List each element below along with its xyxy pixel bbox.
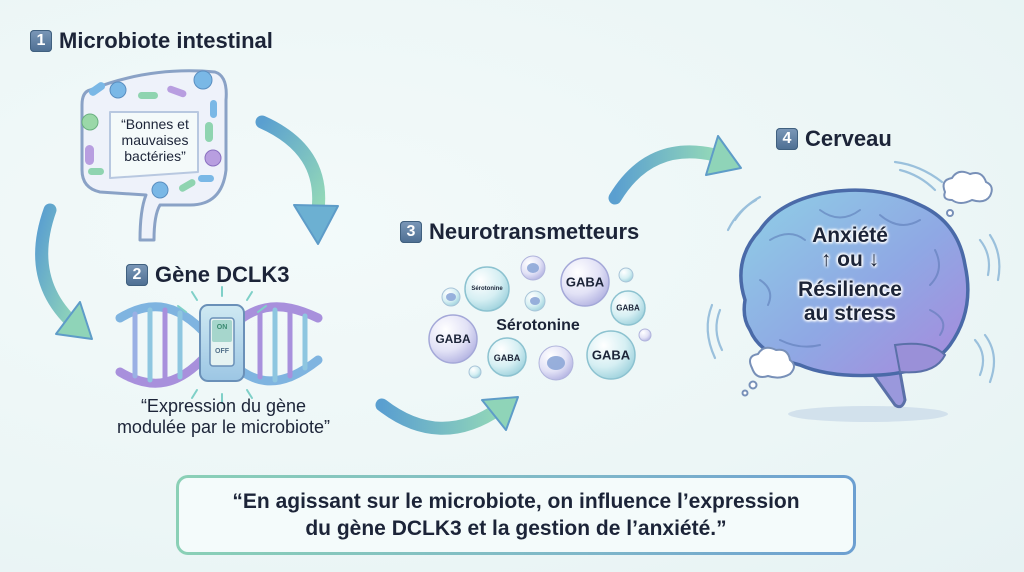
step-3-title-text: Neurotransmetteurs	[429, 219, 640, 244]
step-1-badge: 1	[30, 30, 52, 52]
switch-on-label: ON	[216, 324, 228, 331]
bubble-gaba: GABA	[493, 353, 521, 363]
bubble-gaba: GABA	[435, 332, 471, 346]
step-2-caption-line1: “Expression du gène	[140, 396, 307, 416]
step-2-caption-line2: modulée par le microbiote”	[116, 417, 331, 437]
conclusion-line1: “En agissant sur le microbiote, on influ…	[232, 490, 800, 513]
up-or-down-label: ↑ ou ↓	[820, 248, 880, 271]
arrow-left-down	[35, 203, 93, 340]
bubble-gaba: GABA	[565, 274, 605, 290]
brain-label: Anxiété ↑ ou ↓ Résilience au stress	[785, 224, 915, 326]
intestine-illustration	[80, 69, 228, 242]
step-4-badge: 4	[776, 128, 798, 150]
conclusion-text: “En agissant sur le microbiote, on influ…	[179, 478, 853, 552]
step-1-caption: “Bonnes et mauvaises bactéries”	[121, 116, 189, 164]
step-2-caption: “Expression du gène modulée par le micro…	[96, 396, 351, 438]
switch-off-label: OFF	[215, 348, 229, 355]
arrow-neuro-to-brain	[608, 135, 742, 205]
conclusion-line2: du gène DCLK3 et la gestion de l’anxiété…	[305, 517, 727, 540]
step-3-title: 3 Neurotransmetteurs	[400, 219, 639, 245]
resilience-label: Résilience	[798, 278, 902, 301]
step-4-title: 4 Cerveau	[776, 126, 892, 152]
step-4-title-text: Cerveau	[805, 126, 892, 151]
bubble-serotonine: Sérotonine	[471, 286, 503, 292]
arrow-gene-to-neuro	[375, 396, 519, 435]
step-2-badge: 2	[126, 264, 148, 286]
arrow-right-down	[255, 115, 339, 245]
anxiety-label: Anxiété	[812, 224, 888, 247]
step-2-title-text: Gène DCLK3	[155, 262, 290, 287]
bubble-gaba: GABA	[591, 347, 631, 363]
brain-illustration	[706, 160, 1001, 422]
stress-label: au stress	[803, 302, 897, 325]
conclusion-box: “En agissant sur le microbiote, on influ…	[176, 475, 856, 555]
step-3-badge: 3	[400, 221, 422, 243]
neurotransmitter-bubbles	[428, 255, 652, 381]
step-1-title-text: Microbiote intestinal	[59, 28, 273, 53]
serotonine-label: Sérotonine	[496, 317, 580, 334]
step-1-title: 1 Microbiote intestinal	[30, 28, 273, 54]
bubble-gaba: GABA	[616, 303, 640, 313]
step-2-title: 2 Gène DCLK3	[126, 262, 289, 288]
dna-illustration	[115, 286, 323, 404]
